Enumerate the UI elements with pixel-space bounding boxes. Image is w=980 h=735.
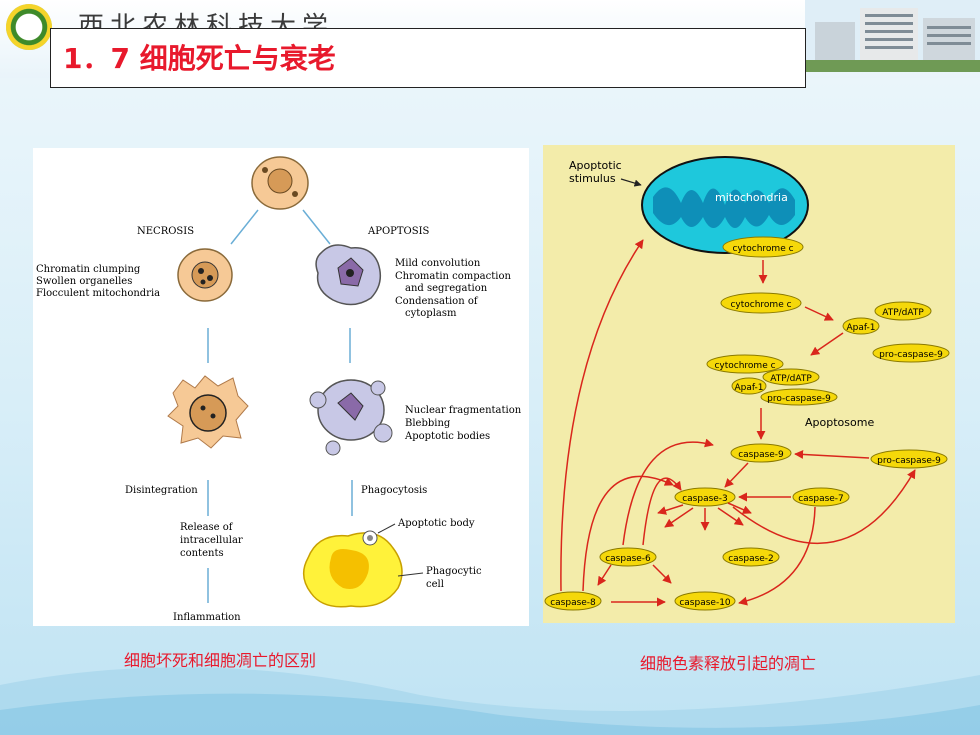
mitochondria-label: mitochondria — [715, 191, 788, 204]
release-label-3: contents — [180, 548, 224, 559]
phagocytic-cell-label-1: Phagocytic — [426, 566, 482, 577]
caspase-9-node: caspase-9 — [730, 443, 792, 463]
apoptosis-feature-4: Condensation of — [395, 296, 479, 307]
apoptotic-body-label: Apoptotic body — [397, 518, 475, 529]
slide-title: 1．7 细胞死亡与衰老 — [63, 42, 336, 75]
apaf1-node-1: Apaf-1 — [842, 317, 880, 335]
necrosis-apoptosis-figure: NECROSIS APOPTOSIS Chromatin clumping Sw… — [33, 148, 529, 626]
svg-text:ATP/dATP: ATP/dATP — [770, 374, 812, 384]
apoptosis-late-feature-1: Nuclear fragmentation — [405, 405, 522, 416]
svg-text:caspase-6: caspase-6 — [605, 554, 651, 564]
apoptosis-feature-1: Mild convolution — [395, 258, 481, 269]
svg-text:ATP/dATP: ATP/dATP — [882, 308, 924, 318]
release-label-1: Release of — [180, 522, 234, 533]
caspase-8-node: caspase-8 — [544, 591, 602, 611]
necrotic-cell — [177, 248, 233, 302]
svg-text:pro-caspase-9: pro-caspase-9 — [767, 394, 831, 404]
cytochrome-pathway-figure: Apoptotic stimulus mitochondria cytochro… — [543, 145, 955, 623]
svg-text:caspase-7: caspase-7 — [798, 494, 844, 504]
phagocytic-cell — [302, 530, 403, 608]
apoptosome-complex: cytochrome c ATP/dATP Apaf-1 pro-caspase… — [706, 354, 838, 406]
apoptosome-label: Apoptosome — [805, 416, 874, 429]
campus-buildings-image — [805, 0, 980, 72]
svg-text:pro-caspase-9: pro-caspase-9 — [877, 456, 941, 466]
apoptosis-feature-2: Chromatin compaction — [395, 271, 511, 282]
stimulus-label-1: Apoptotic — [569, 159, 622, 172]
necrosis-feature-3: Flocculent mitochondria — [36, 288, 160, 299]
caspase-3-node: caspase-3 — [674, 487, 736, 507]
apoptosis-late-feature-3: Apoptotic bodies — [404, 431, 490, 442]
svg-text:pro-caspase-9: pro-caspase-9 — [879, 350, 943, 360]
caspase-7-node: caspase-7 — [792, 487, 850, 507]
svg-text:caspase-9: caspase-9 — [738, 450, 784, 460]
phagocytic-cell-label-2: cell — [426, 579, 444, 590]
svg-text:Apaf-1: Apaf-1 — [734, 383, 763, 393]
svg-text:caspase-2: caspase-2 — [728, 554, 774, 564]
caspase-6-node: caspase-6 — [599, 547, 657, 567]
apoptotic-cell-fragmented — [309, 379, 393, 456]
normal-cell — [251, 156, 309, 210]
mitochondrion: mitochondria — [641, 156, 809, 254]
decorative-background-pattern — [0, 605, 980, 735]
pro-caspase-9-node-2: pro-caspase-9 — [870, 449, 948, 469]
necrosis-feature-2: Swollen organelles — [36, 276, 132, 287]
necrosis-heading: NECROSIS — [137, 226, 194, 237]
stimulus-label-2: stimulus — [569, 172, 616, 185]
title-box: 1．7 细胞死亡与衰老 — [50, 28, 806, 88]
disintegration-label: Disintegration — [125, 485, 198, 496]
svg-text:cytochrome c: cytochrome c — [732, 244, 793, 254]
caspase-2-node: caspase-2 — [722, 547, 780, 567]
svg-text:cytochrome c: cytochrome c — [730, 300, 791, 310]
release-label-2: intracellular — [180, 535, 243, 546]
cytochrome-c-node-2: cytochrome c — [720, 292, 802, 314]
svg-text:caspase-3: caspase-3 — [682, 494, 728, 504]
right-figure-caption: 细胞色素释放引起的凋亡 — [640, 654, 817, 673]
university-logo — [6, 4, 52, 50]
cytochrome-c-node-1: cytochrome c — [722, 236, 804, 258]
disintegrating-cell — [167, 375, 249, 449]
apoptotic-cell-early — [315, 244, 382, 306]
apoptosis-heading: APOPTOSIS — [367, 226, 430, 237]
apoptosis-feature-3: and segregation — [405, 283, 488, 294]
pro-caspase-9-node-1: pro-caspase-9 — [872, 343, 950, 363]
atp-node-1: ATP/dATP — [874, 301, 932, 321]
svg-text:cytochrome c: cytochrome c — [714, 361, 775, 371]
svg-text:caspase-10: caspase-10 — [679, 598, 731, 608]
svg-text:Apaf-1: Apaf-1 — [846, 323, 875, 333]
caspase-10-node: caspase-10 — [674, 591, 736, 611]
apoptosis-late-feature-2: Blebbing — [405, 418, 451, 429]
svg-text:caspase-8: caspase-8 — [550, 598, 596, 608]
phagocytosis-label: Phagocytosis — [361, 485, 427, 496]
inflammation-label: Inflammation — [173, 612, 241, 623]
apoptosis-feature-5: cytoplasm — [405, 308, 457, 319]
left-figure-caption: 细胞坏死和细胞凋亡的区别 — [124, 651, 317, 670]
necrosis-feature-1: Chromatin clumping — [36, 264, 141, 275]
